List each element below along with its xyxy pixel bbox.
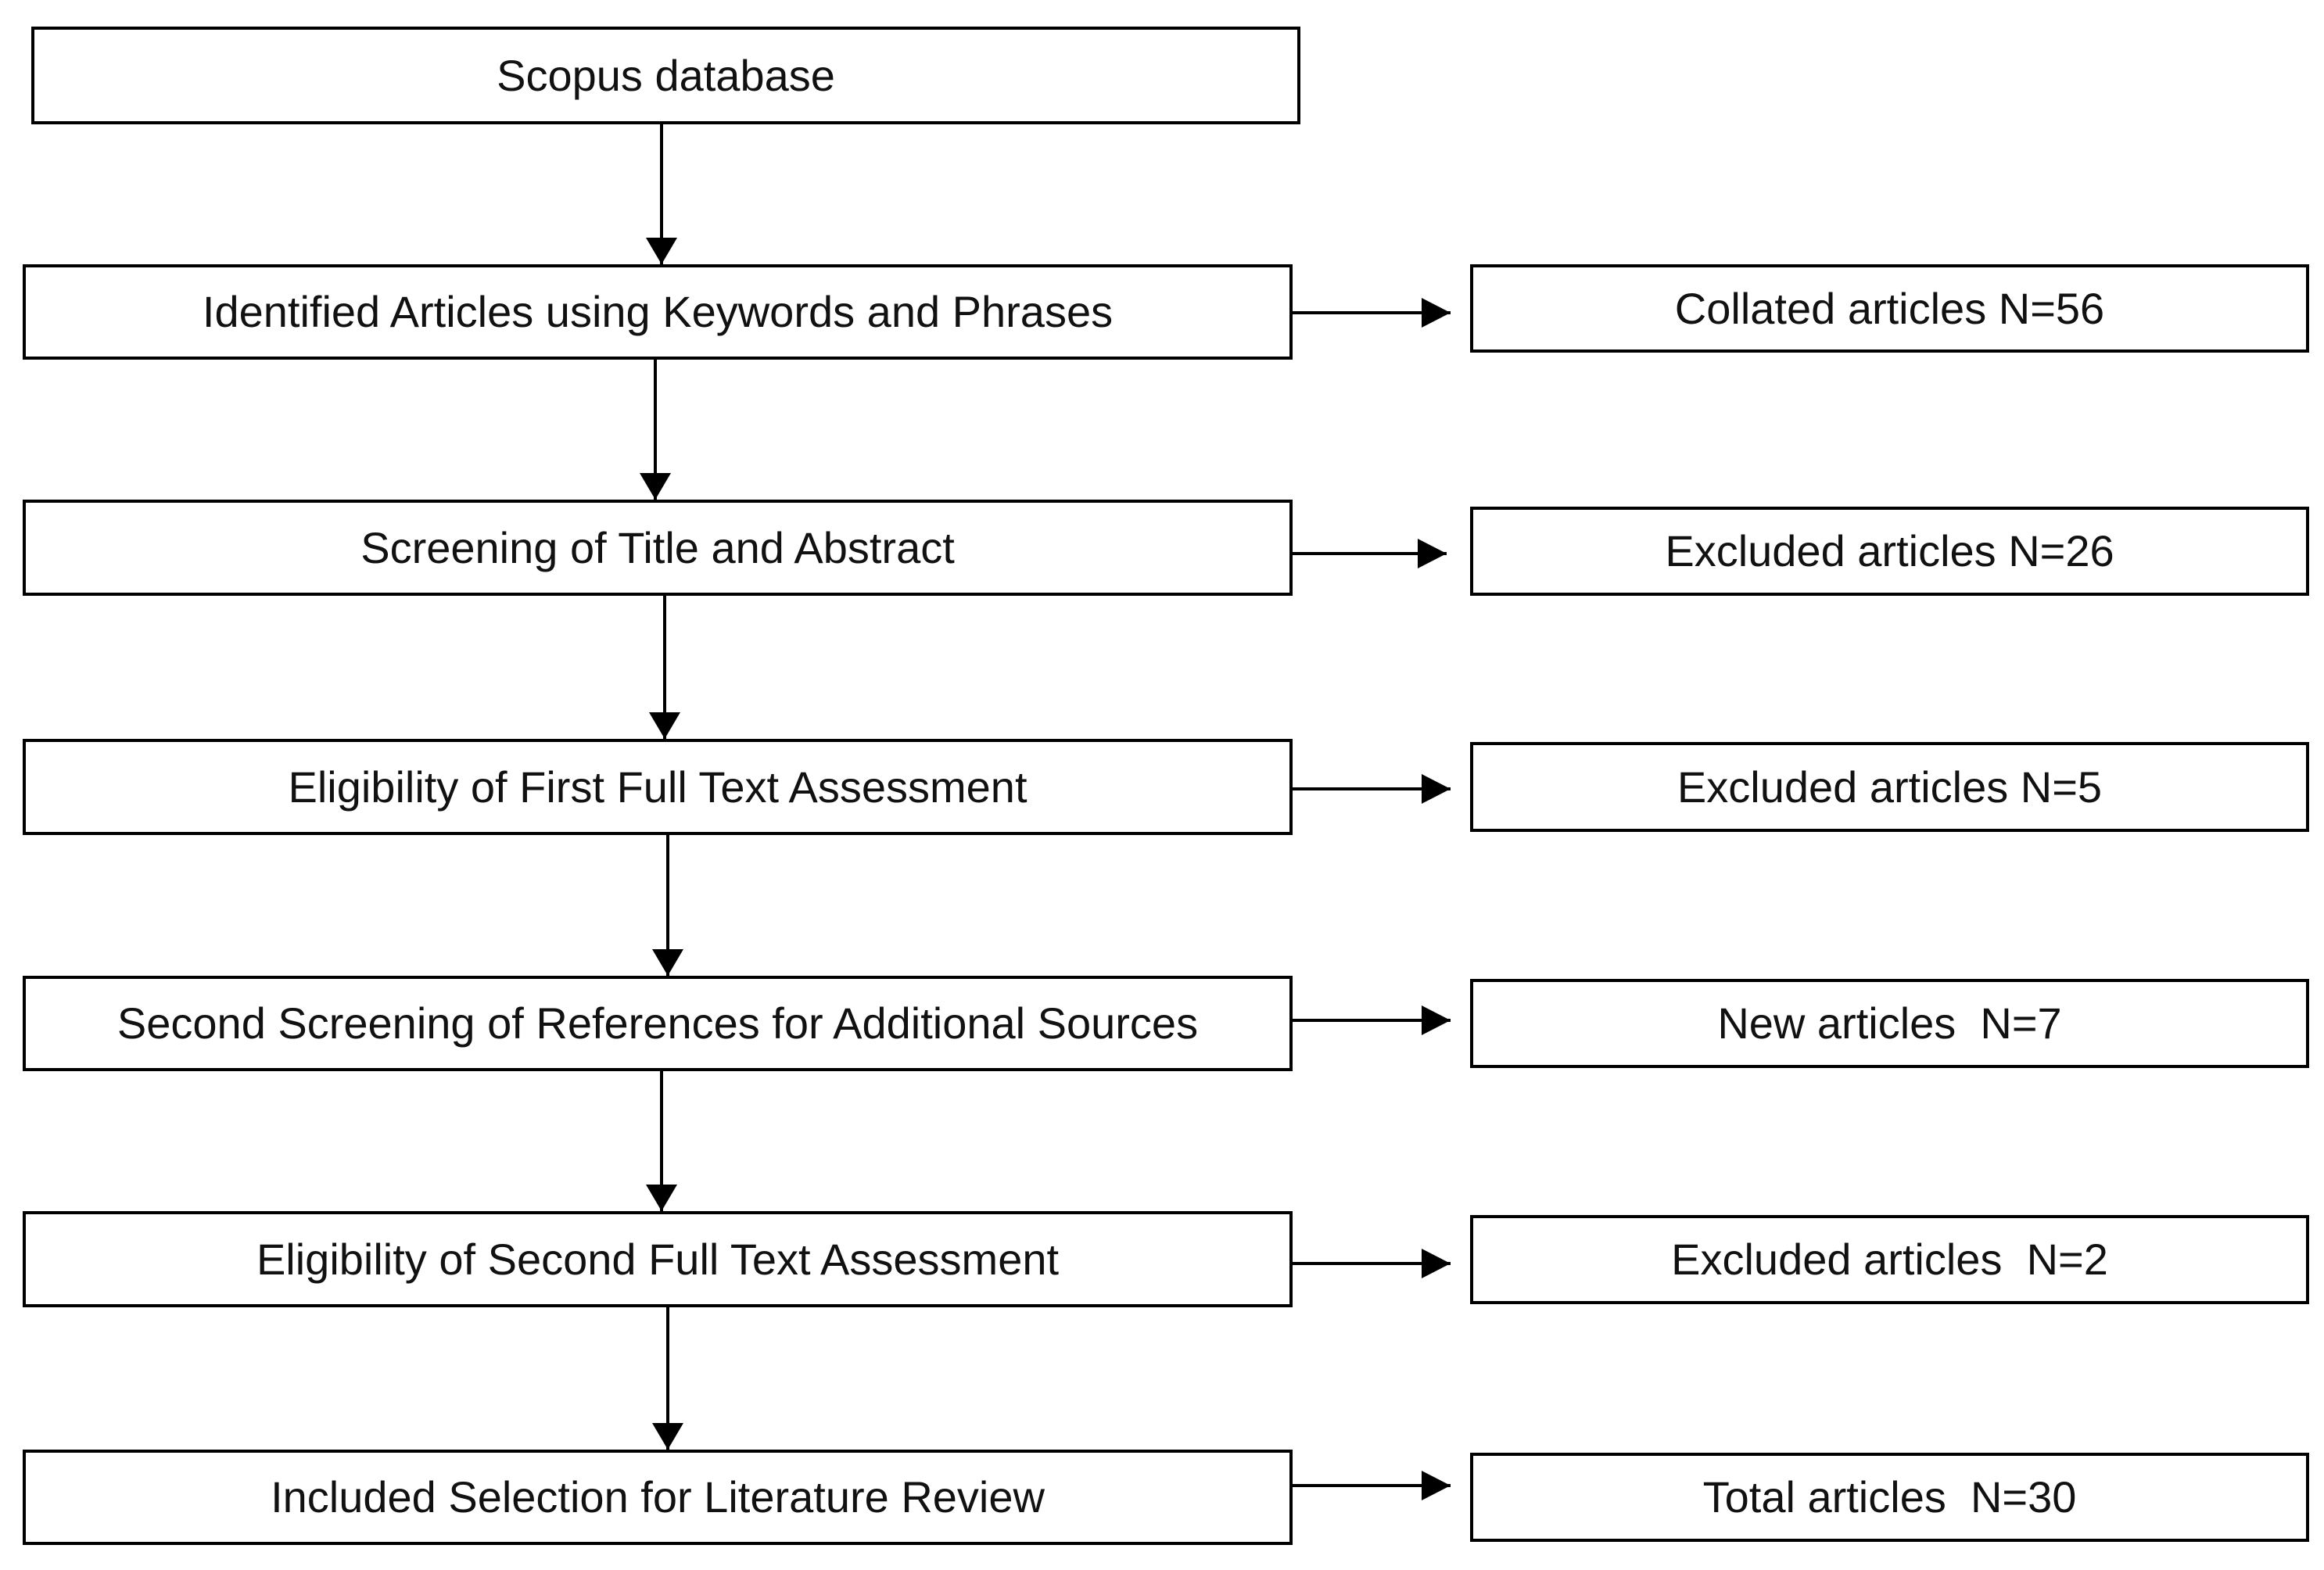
result-label-excluded-first-full-text: Excluded articles N=5	[1677, 762, 2103, 812]
step-box-identified-articles: Identified Articles using Keywords and P…	[23, 264, 1293, 360]
arrowhead-result-6	[1422, 1471, 1451, 1500]
arrowhead-result-5	[1422, 1249, 1451, 1278]
vertical-arrows	[640, 124, 683, 1450]
step-box-first-full-text-assessment: Eligibility of First Full Text Assessmen…	[23, 739, 1293, 835]
result-label-excluded-second-full-text: Excluded articles N=2	[1671, 1235, 2108, 1284]
step-label-first-full-text-assessment: Eligibility of First Full Text Assessmen…	[288, 762, 1028, 812]
step-label-scopus-database: Scopus database	[497, 50, 835, 100]
arrowhead-step-7	[652, 1423, 683, 1450]
step-label-included-selection: Included Selection for Literature Review	[271, 1472, 1045, 1522]
result-box-total-articles: Total articles N=30	[1470, 1453, 2309, 1542]
step-box-scopus-database: Scopus database	[31, 27, 1300, 124]
step-box-screening-title-abstract: Screening of Title and Abstract	[23, 500, 1293, 596]
step-box-second-screening-references: Second Screening of References for Addit…	[23, 976, 1293, 1071]
step-label-screening-title-abstract: Screening of Title and Abstract	[360, 522, 955, 572]
step-box-included-selection: Included Selection for Literature Review	[23, 1450, 1293, 1545]
step-box-second-full-text-assessment: Eligibility of Second Full Text Assessme…	[23, 1211, 1293, 1307]
arrowhead-result-4	[1422, 1005, 1451, 1035]
result-label-total-articles: Total articles N=30	[1702, 1472, 2077, 1522]
result-box-new-articles: New articles N=7	[1470, 979, 2309, 1068]
arrowhead-step-4	[649, 712, 680, 739]
result-label-excluded-title-abstract: Excluded articles N=26	[1665, 526, 2114, 575]
result-label-collated-articles: Collated articles N=56	[1674, 283, 2105, 333]
result-label-new-articles: New articles N=7	[1717, 998, 2062, 1048]
arrowhead-step-3	[640, 473, 671, 500]
arrowhead-result-1	[1422, 298, 1451, 328]
arrowhead-result-2	[1418, 539, 1447, 568]
result-box-collated-articles: Collated articles N=56	[1470, 264, 2309, 353]
result-box-excluded-second-full-text: Excluded articles N=2	[1470, 1215, 2309, 1304]
result-box-excluded-title-abstract: Excluded articles N=26	[1470, 507, 2309, 596]
arrowhead-step-2	[646, 238, 677, 264]
arrowhead-result-3	[1422, 774, 1451, 804]
horizontal-arrows	[1289, 298, 1451, 1500]
step-label-second-full-text-assessment: Eligibility of Second Full Text Assessme…	[256, 1234, 1060, 1284]
result-box-excluded-first-full-text: Excluded articles N=5	[1470, 742, 2309, 832]
arrowhead-step-5	[652, 949, 683, 976]
arrowhead-step-6	[646, 1185, 677, 1211]
step-label-second-screening-references: Second Screening of References for Addit…	[117, 998, 1199, 1048]
step-label-identified-articles: Identified Articles using Keywords and P…	[202, 287, 1114, 336]
